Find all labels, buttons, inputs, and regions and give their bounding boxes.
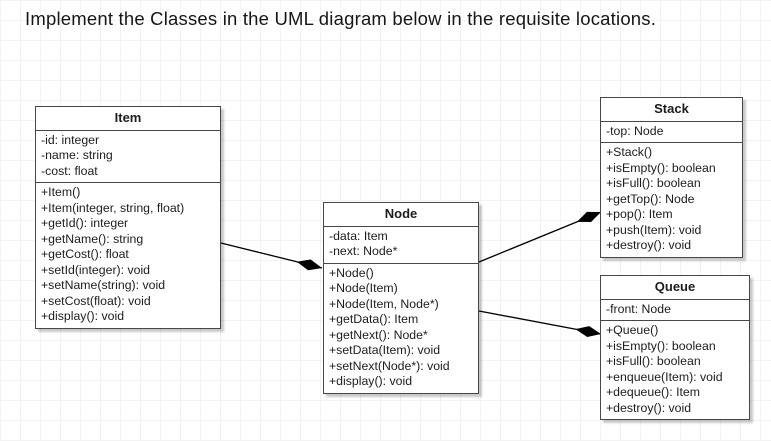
member-line: +pop(): Item — [606, 207, 673, 221]
member-line: +getTop(): Node — [606, 191, 695, 206]
composition-node-stack — [478, 211, 602, 263]
member-line: +push(Item): void — [606, 222, 702, 237]
member-line: +setId(integer): void — [41, 262, 151, 277]
member-line: +destroy(): void — [606, 400, 692, 415]
class-attributes-item: -id: integer-name: string-cost: float — [36, 131, 220, 183]
member-line: -id: integer — [41, 132, 100, 147]
class-methods-queue: +Queue()+isEmpty(): boolean+isFull(): bo… — [601, 321, 749, 419]
class-box-item: Item -id: integer-name: string-cost: flo… — [35, 106, 221, 329]
class-box-stack: Stack -top: Node +Stack()+isEmpty(): boo… — [600, 97, 743, 258]
member-line: +Queue() — [606, 323, 659, 337]
member-line: +display(): void — [41, 309, 125, 323]
member-line: +setName(string): void — [41, 278, 166, 292]
class-box-queue: Queue -front: Node +Queue()+isEmpty(): b… — [600, 275, 750, 420]
class-attributes-queue: -front: Node — [601, 300, 749, 321]
class-methods-stack: +Stack()+isEmpty(): boolean+isFull(): bo… — [601, 143, 742, 257]
member-line: +setNext(Node*): void — [329, 358, 450, 373]
member-line: +setData(Item): void — [329, 343, 441, 357]
member-line: +setCost(float): void — [41, 293, 151, 308]
member-line: +Node() — [329, 265, 374, 280]
class-attributes-node: -data: Item-next: Node* — [324, 227, 478, 264]
member-line: -data: Item — [329, 228, 388, 243]
member-line: +display(): void — [329, 374, 413, 388]
class-attributes-stack: -top: Node — [601, 122, 742, 143]
member-line: +getData(): Item — [329, 312, 419, 326]
member-line: +destroy(): void — [606, 238, 692, 252]
member-line: +getId(): integer — [41, 216, 129, 230]
class-methods-node: +Node()+Node(Item)+Node(Item, Node*)+get… — [324, 264, 478, 393]
member-line: +Node(Item, Node*) — [329, 296, 439, 311]
class-methods-item: +Item()+Item(integer, string, float)+get… — [36, 183, 220, 328]
class-name-node: Node — [324, 203, 478, 227]
member-line: +Stack() — [606, 145, 653, 159]
member-line: -name: string — [41, 148, 113, 162]
member-line: +isFull(): boolean — [606, 354, 701, 368]
class-name-queue: Queue — [601, 276, 749, 300]
class-name-stack: Stack — [601, 98, 742, 122]
member-line: -next: Node* — [329, 244, 398, 258]
composition-item-node — [220, 242, 323, 271]
member-line: -top: Node — [606, 123, 664, 138]
page-title: Implement the Classes in the UML diagram… — [25, 8, 657, 29]
member-line: -front: Node — [606, 301, 671, 316]
member-line: +getNext(): Node* — [329, 327, 428, 342]
member-line: +enqueue(Item): void — [606, 369, 723, 384]
composition-node-queue — [478, 310, 602, 337]
member-line: +getCost(): float — [41, 247, 129, 261]
class-box-node: Node -data: Item-next: Node* +Node()+Nod… — [323, 202, 479, 394]
member-line: +isEmpty(): boolean — [606, 338, 716, 353]
class-name-item: Item — [36, 107, 220, 131]
member-line: +isFull(): boolean — [606, 176, 701, 190]
member-line: +Item(integer, string, float) — [41, 200, 185, 215]
member-line: +dequeue(): Item — [606, 385, 700, 399]
member-line: -cost: float — [41, 163, 98, 178]
member-line: +Node(Item) — [329, 281, 398, 295]
member-line: +isEmpty(): boolean — [606, 160, 716, 175]
member-line: +Item() — [41, 185, 81, 199]
member-line: +getName(): string — [41, 231, 144, 246]
